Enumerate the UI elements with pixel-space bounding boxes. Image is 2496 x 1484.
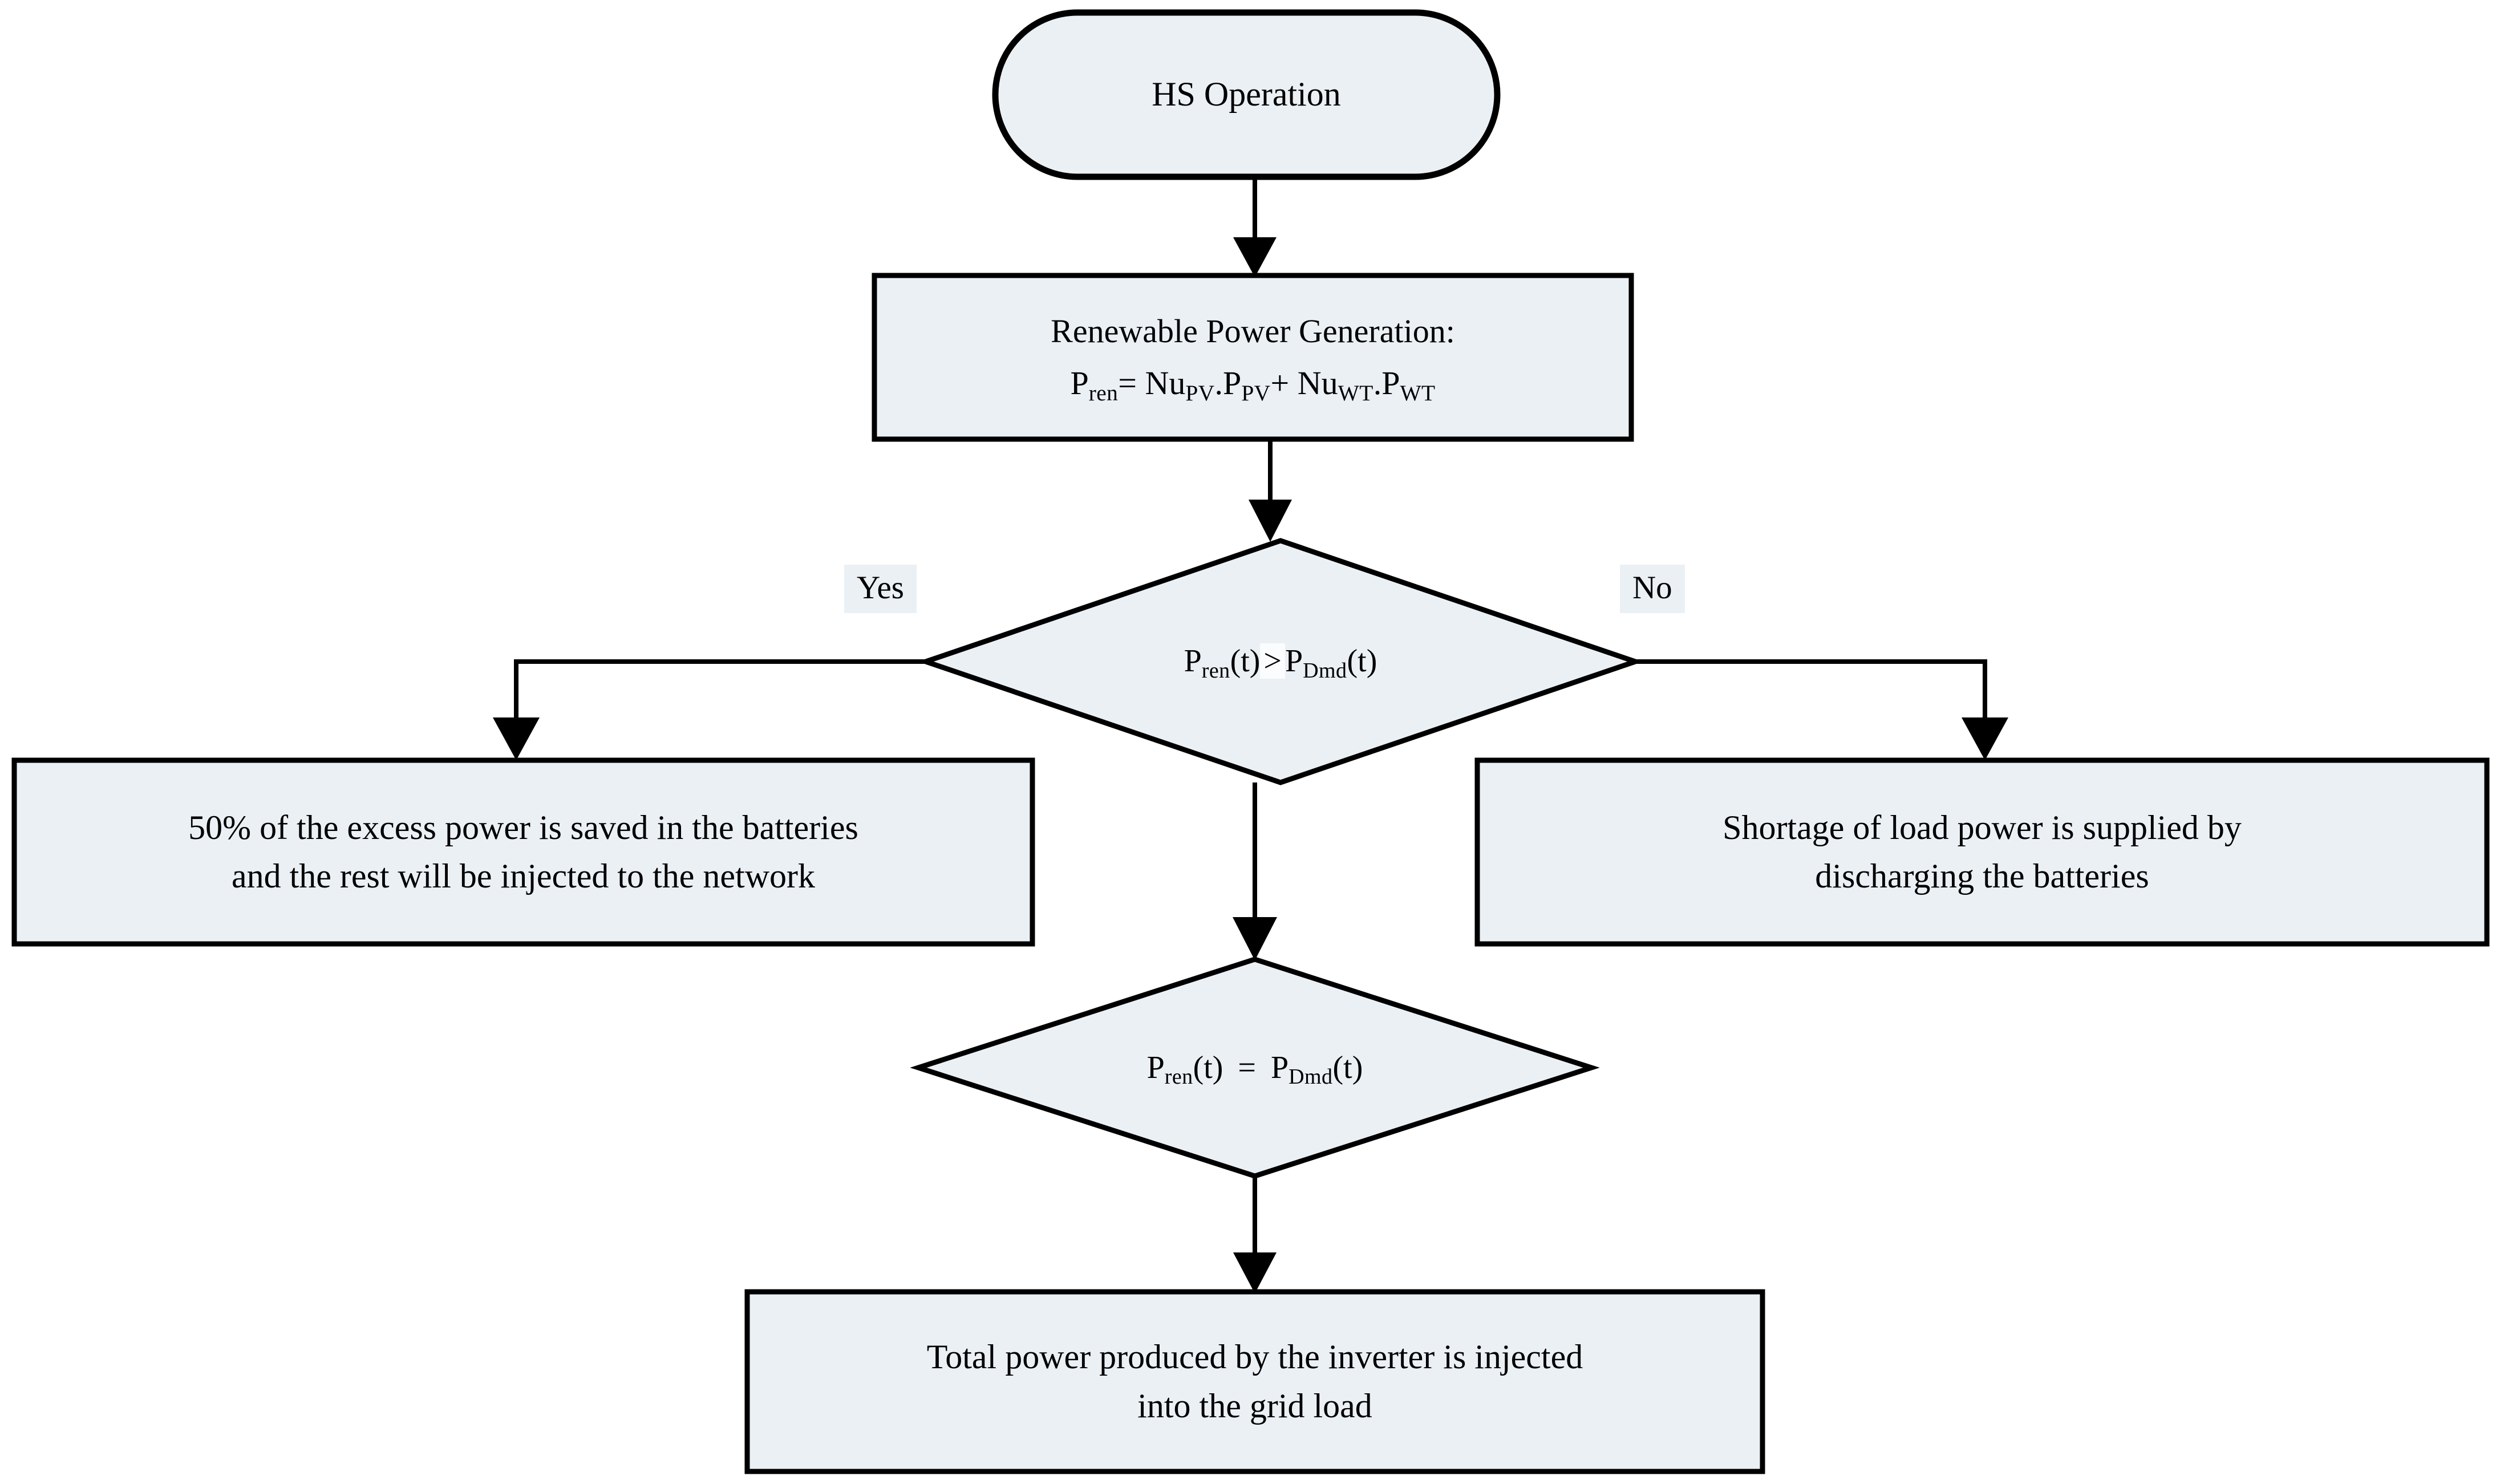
edge-label-no: No — [1620, 565, 1685, 613]
arrowhead-decision1-no — [1962, 717, 2008, 760]
arrowhead-decision1-to-decision2 — [1233, 917, 1277, 960]
arrowhead-start-to-generation — [1233, 237, 1277, 277]
node-decision2-shape — [910, 956, 1600, 1179]
node-start-shape — [992, 9, 1501, 180]
node-generation-shape — [872, 273, 1634, 442]
node-decision1-shape — [918, 538, 1643, 785]
arrowhead-generation-to-decision1 — [1249, 500, 1292, 542]
edge-decision1-yes — [514, 659, 926, 736]
node-excess-power-shape — [11, 757, 1035, 947]
node-shortage-power-shape — [1474, 757, 2490, 947]
arrowhead-decision2-to-inverter — [1233, 1252, 1277, 1294]
edge-label-yes: Yes — [844, 565, 917, 613]
node-inverter-output-shape — [744, 1289, 1765, 1474]
arrowhead-decision1-yes — [493, 717, 540, 760]
edge-decision1-no — [1635, 659, 1987, 736]
